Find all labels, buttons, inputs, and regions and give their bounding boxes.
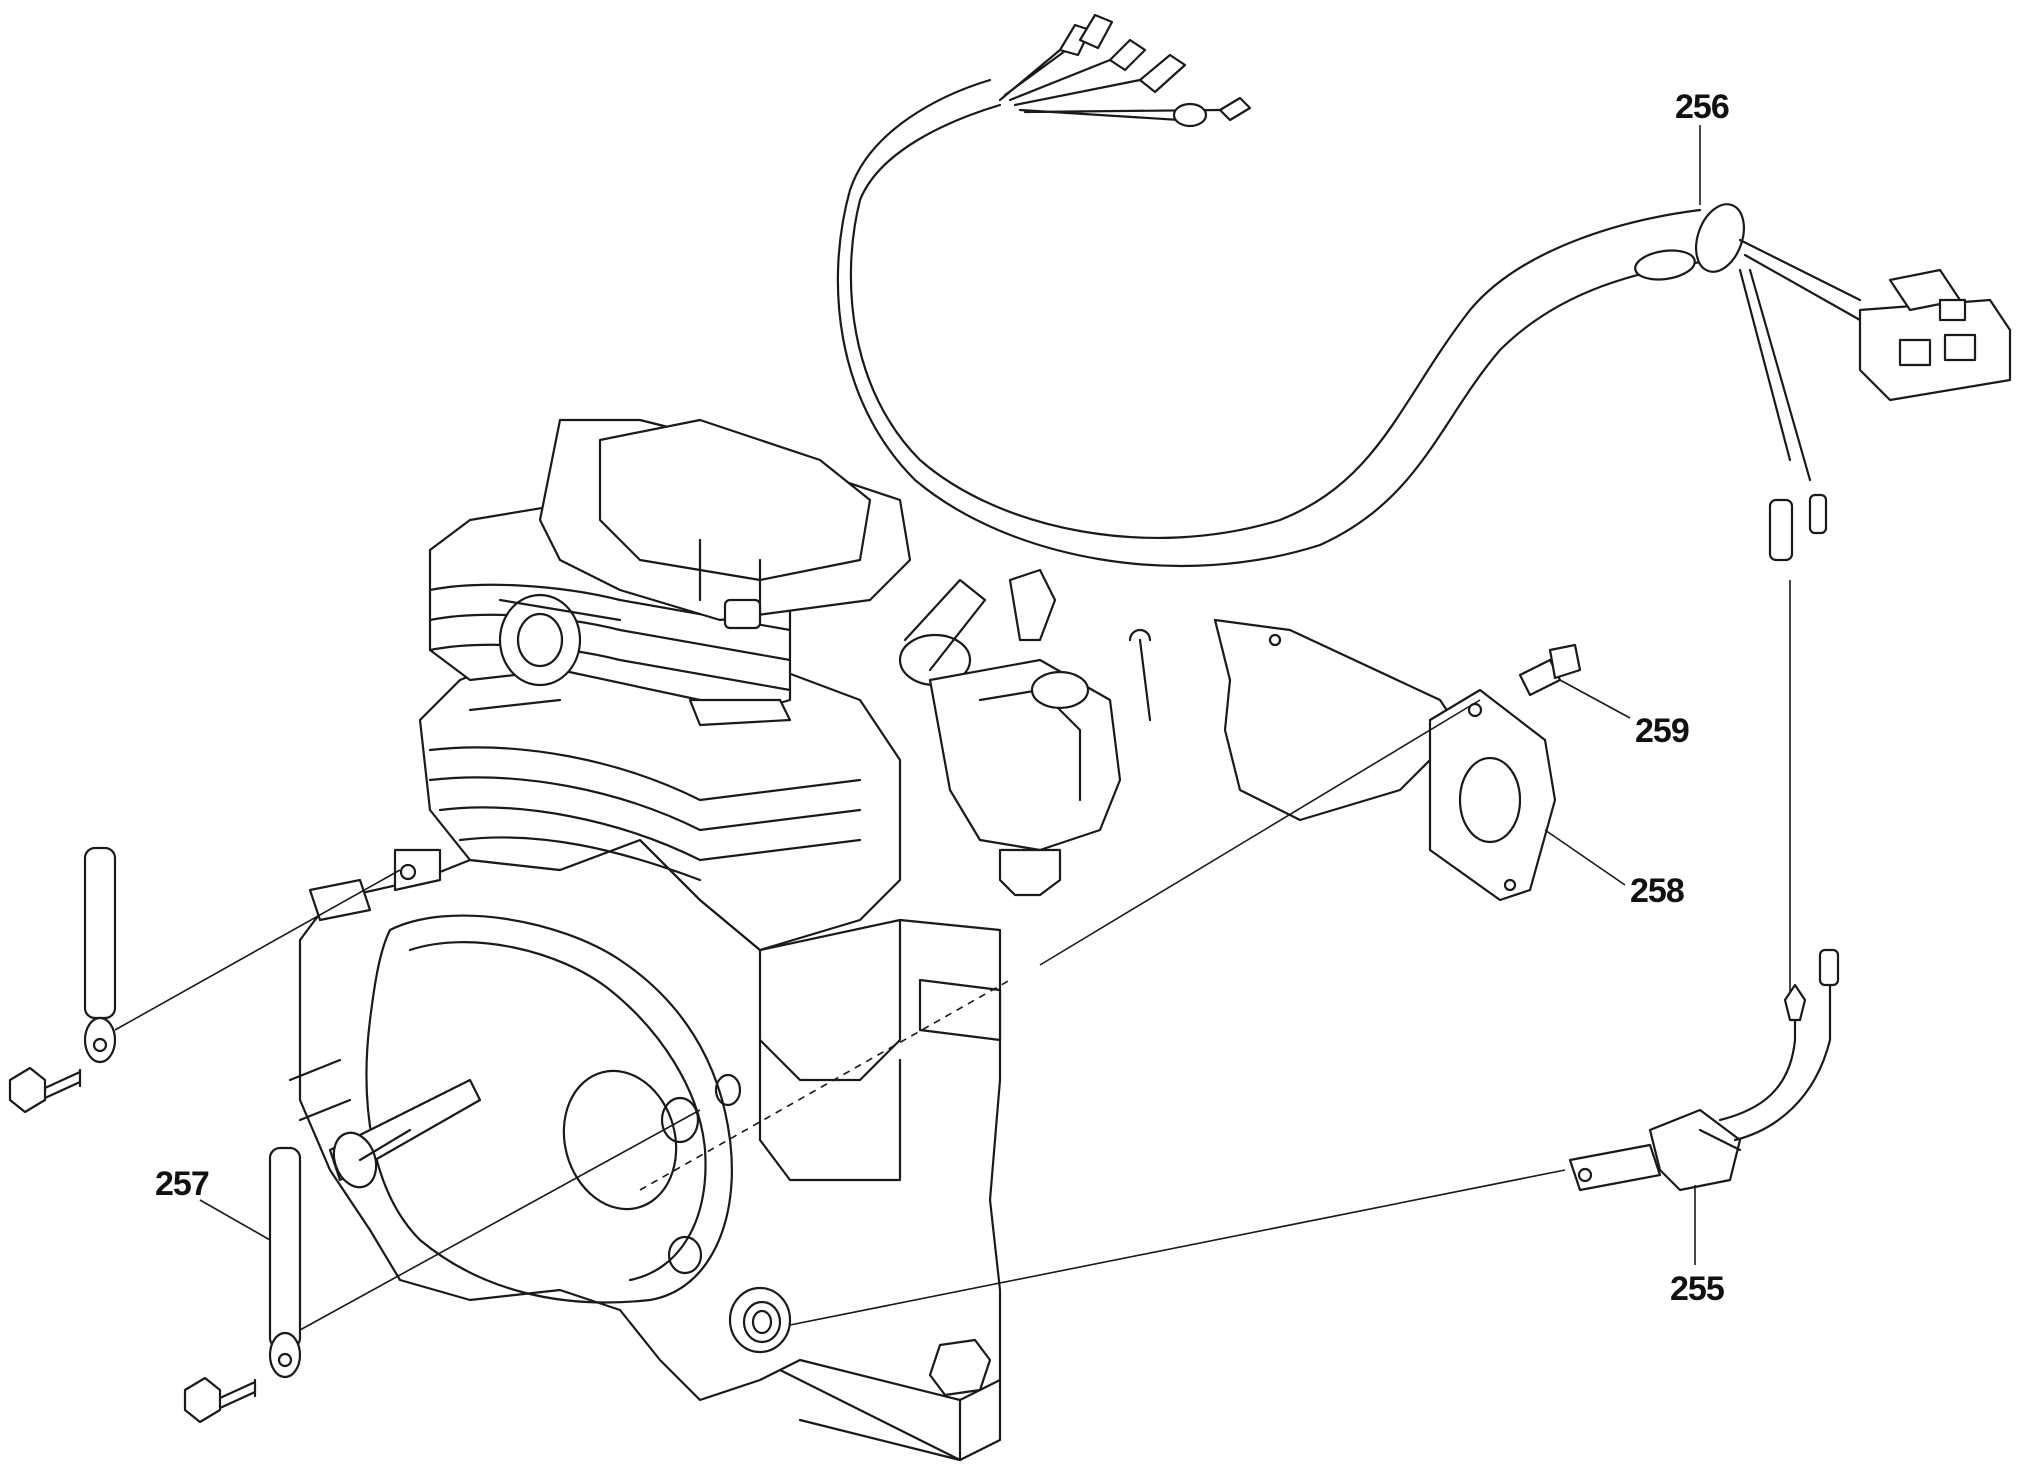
- ground-strap-lower: [183, 1109, 701, 1424]
- svg-text:255: 255: [1670, 1270, 1724, 1308]
- bolt: [1518, 643, 1582, 697]
- sensor-leader-line: [789, 1169, 1566, 1326]
- engine-assembly: [288, 418, 1152, 1462]
- hidden-line: [639, 979, 1011, 1191]
- wire-harness: [836, 13, 2012, 1000]
- svg-text:259: 259: [1635, 712, 1689, 750]
- callout-258: 258: [1544, 829, 1685, 910]
- svg-text:258: 258: [1630, 872, 1684, 910]
- ground-strap-upper: [8, 846, 401, 1114]
- svg-text:256: 256: [1675, 88, 1729, 126]
- callout-259: 259: [1559, 679, 1690, 750]
- bracket-leader-line: [1039, 699, 1481, 966]
- callout-256: 256: [1675, 88, 1730, 205]
- callout-255: 255: [1670, 1185, 1725, 1308]
- svg-text:257: 257: [155, 1165, 209, 1203]
- bracket-plate: [1213, 618, 1557, 902]
- callout-257: 257: [155, 1165, 271, 1241]
- oil-sensor: [1568, 948, 1840, 1192]
